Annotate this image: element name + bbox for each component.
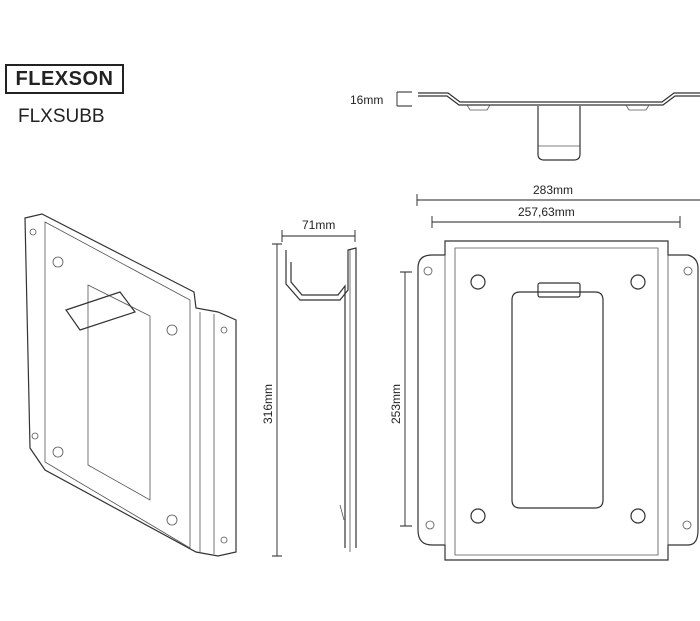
height-label: 316mm [261,384,275,424]
model-number: FLXSUBB [18,106,105,127]
logo-text: FLEXSON [15,67,114,90]
isometric-view [24,213,237,557]
top-view: 16mm [350,91,700,161]
depth-label: 16mm [350,93,383,107]
side-depth-label: 71mm [302,218,335,232]
inner-width-label: 257,63mm [518,205,575,219]
outer-width-label: 283mm [533,183,573,197]
flexson-logo: FLEXSON [5,64,124,94]
side-view: 71mm 316mm [261,218,357,557]
front-view: 283mm 257,63mm 253mm [389,183,700,561]
hole-spacing-label: 253mm [389,384,403,424]
